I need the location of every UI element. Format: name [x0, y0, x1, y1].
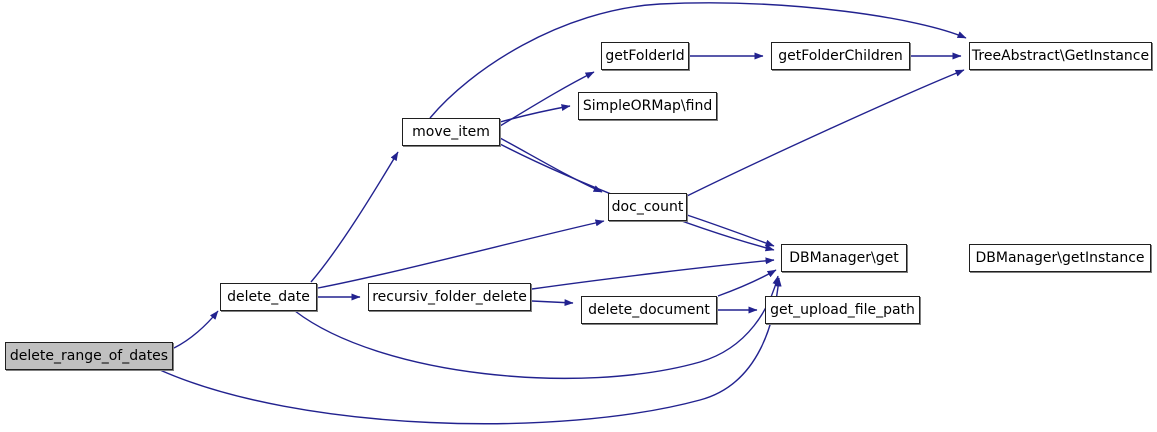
graph-node-delete-date[interactable]: delete_date — [220, 283, 317, 311]
graph-node-simpleormap-find[interactable]: SimpleORMap\find — [578, 92, 717, 120]
graph-node-delete-range-of-dates[interactable]: delete_range_of_dates — [5, 342, 173, 370]
graph-node-treeabstract-getinstance[interactable]: TreeAbstract\GetInstance — [969, 42, 1152, 70]
graph-node-label: getFolderId — [605, 48, 685, 64]
graph-node-label: recursiv_folder_delete — [372, 289, 527, 305]
call-edge — [531, 257, 775, 290]
graph-node-label: delete_range_of_dates — [9, 348, 169, 364]
graph-node-label: DBManager\get — [789, 250, 899, 266]
graph-node-recursiv-folder-delete[interactable]: recursiv_folder_delete — [368, 283, 531, 311]
call-edge — [499, 137, 603, 193]
call-edge — [317, 219, 605, 289]
graph-node-label: get_upload_file_path — [770, 302, 915, 318]
graph-node-getfolderid[interactable]: getFolderId — [601, 42, 689, 70]
graph-node-get-upload-file-path[interactable]: get_upload_file_path — [765, 296, 920, 324]
graph-node-label: delete_document — [588, 302, 710, 318]
graph-node-delete-document[interactable]: delete_document — [581, 296, 717, 324]
graph-node-label: move_item — [412, 124, 490, 140]
call-edge — [173, 310, 219, 349]
graph-node-move-item[interactable]: move_item — [402, 118, 500, 146]
graph-node-dbmanager-get[interactable]: DBManager\get — [781, 244, 907, 272]
graph-node-dbmanager-getinstance[interactable]: DBManager\getInstance — [969, 244, 1151, 272]
graph-node-label: TreeAbstract\GetInstance — [971, 48, 1150, 64]
call-edge — [531, 299, 574, 307]
graph-node-label: DBManager\getInstance — [975, 250, 1145, 266]
graph-node-label: getFolderChildren — [778, 48, 903, 64]
graph-node-label: SimpleORMap\find — [582, 98, 713, 114]
call-edge — [717, 269, 777, 297]
graph-node-label: delete_date — [227, 289, 310, 305]
graph-node-doc-count[interactable]: doc_count — [608, 193, 687, 221]
call-edge — [686, 214, 775, 247]
graph-node-label: doc_count — [611, 199, 684, 215]
call-edge — [686, 69, 965, 197]
graph-node-getfolderchildren[interactable]: getFolderChildren — [771, 42, 910, 70]
call-edge — [310, 151, 399, 283]
call-edge — [499, 104, 571, 123]
